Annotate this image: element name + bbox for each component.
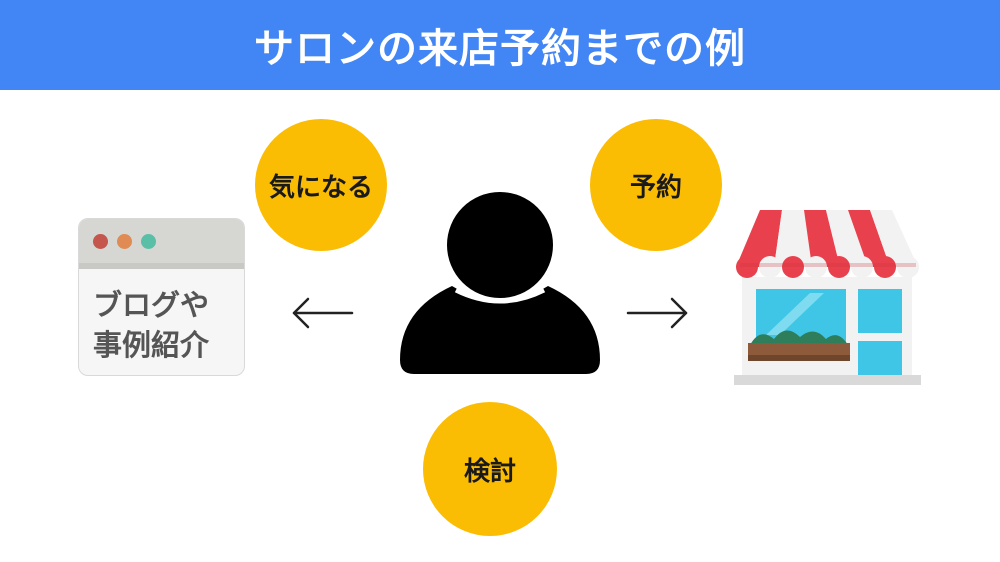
bubble-reservation: 予約 bbox=[590, 119, 722, 251]
page-title: サロンの来店予約までの例 bbox=[254, 26, 746, 72]
browser-content: ブログや 事例紹介 bbox=[79, 269, 244, 365]
bubble-consideration-label: 検討 bbox=[463, 456, 516, 487]
bubble-consideration: 検討 bbox=[423, 402, 557, 536]
browser-window-icon: ブログや 事例紹介 bbox=[78, 218, 245, 376]
window-dot-teal bbox=[141, 234, 156, 249]
bubble-reservation-label: 予約 bbox=[629, 172, 682, 203]
browser-text-line-2: 事例紹介 bbox=[93, 328, 210, 362]
bubble-interested: 気になる bbox=[255, 119, 387, 251]
window-dot-orange bbox=[117, 234, 132, 249]
bubble-interested-label: 気になる bbox=[268, 172, 373, 203]
shop-icon bbox=[734, 210, 921, 385]
arrow-left-icon bbox=[292, 297, 354, 329]
window-dot-red bbox=[93, 234, 108, 249]
browser-text-line-1: ブログや bbox=[93, 288, 210, 322]
browser-title-bar bbox=[79, 219, 244, 269]
header-banner: サロンの来店予約までの例 bbox=[0, 0, 1000, 90]
arrow-right-icon bbox=[626, 297, 688, 329]
person-icon bbox=[400, 192, 600, 374]
